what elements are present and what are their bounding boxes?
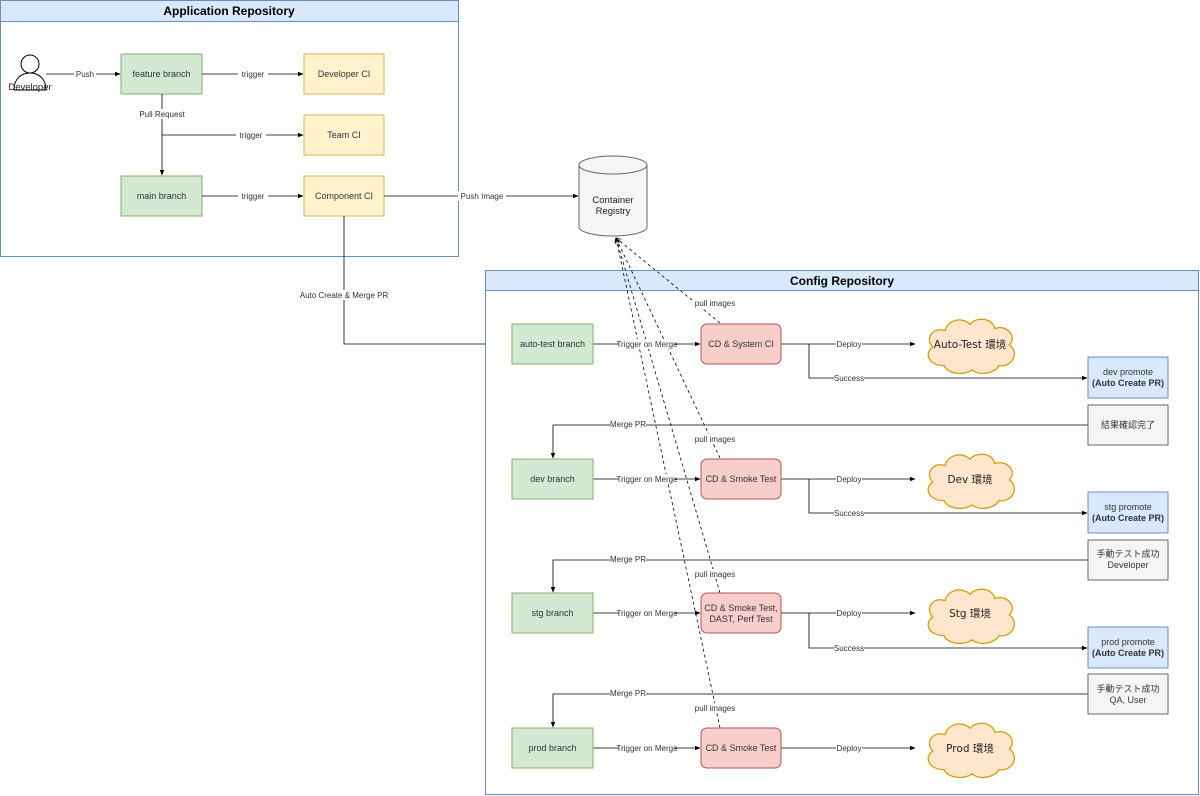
trigger-on-merge-label-1: Trigger on Merge [616, 340, 678, 349]
manual-test-success-label-2: 手動テスト成功 [1096, 683, 1159, 694]
cd-system-ci-node[interactable]: CD & System CI [700, 323, 782, 365]
trigger-on-merge-label-4: Trigger on Merge [616, 744, 678, 753]
cd-stg-label-line2: DAST, Perf Test [709, 614, 773, 624]
registry-label-line2: Registry [596, 206, 631, 217]
cd-smoke-dast-perf-node[interactable]: CD & Smoke Test, DAST, Perf Test [700, 592, 782, 634]
merge-pr-label-2: Merge PR [610, 555, 646, 564]
result-confirmed-label: 結果確認完了 [1101, 419, 1155, 430]
main-branch-node[interactable]: main branch [120, 175, 203, 217]
cd-smoke-test-prod-label: CD & Smoke Test [706, 743, 777, 753]
stg-promote-label: stg promote [1104, 502, 1152, 512]
cd-stg-label-line1: CD & Smoke Test, [704, 603, 777, 613]
developer-label: Developer [8, 82, 51, 93]
pull-request-edge-label: Pull Request [139, 110, 185, 119]
auto-test-env-cloud-icon[interactable]: Auto-Test 環境 [927, 318, 1016, 375]
trigger-edge-label-2: trigger [240, 131, 263, 140]
manual-test-qa-node[interactable]: 手動テスト成功 QA, User [1087, 673, 1169, 715]
pull-images-label-3: pull images [695, 570, 735, 579]
dev-promote-label: dev promote [1103, 367, 1153, 377]
stg-promote-auto-label: (Auto Create PR) [1092, 513, 1164, 523]
prod-branch-label: prod branch [528, 743, 576, 753]
config-repo-title: Config Repository [790, 274, 894, 288]
stg-env-label: Stg 環境 [949, 607, 991, 620]
push-image-edge-label: Push Image [461, 192, 504, 201]
dev-env-cloud-icon[interactable]: Dev 環境 [927, 453, 1016, 510]
success-label-1: Success [834, 374, 864, 383]
prod-promote-node[interactable]: prod promote (Auto Create PR) [1087, 626, 1169, 669]
prod-env-cloud-icon[interactable]: Prod 環境 [927, 722, 1016, 779]
auto-test-env-label: Auto-Test 環境 [934, 338, 1006, 351]
success-label-3: Success [834, 644, 864, 653]
pull-images-label-4: pull images [695, 704, 735, 713]
developer-ci-label: Developer CI [318, 69, 371, 79]
stg-env-cloud-icon[interactable]: Stg 環境 [927, 588, 1016, 645]
prod-env-label: Prod 環境 [946, 742, 994, 755]
result-confirmed-node[interactable]: 結果確認完了 [1087, 404, 1169, 446]
cd-system-ci-label: CD & System CI [708, 339, 774, 349]
application-repository: Application Repository [0, 0, 459, 257]
dev-branch-node[interactable]: dev branch [511, 458, 594, 500]
trigger-edge-label-1: trigger [242, 70, 265, 79]
component-ci-node[interactable]: Component CI [303, 175, 385, 217]
prod-promote-auto-label: (Auto Create PR) [1092, 648, 1164, 658]
team-ci-node[interactable]: Team CI [303, 114, 385, 156]
pull-images-label-2: pull images [695, 435, 735, 444]
stg-branch-label: stg branch [531, 608, 573, 618]
dev-promote-node[interactable]: dev promote (Auto Create PR) [1087, 356, 1169, 399]
stg-branch-node[interactable]: stg branch [511, 592, 594, 634]
deploy-label-1: Deploy [837, 340, 862, 349]
deploy-label-2: Deploy [837, 475, 862, 484]
manual-test-success-label-1: 手動テスト成功 [1096, 548, 1159, 559]
trigger-on-merge-label-3: Trigger on Merge [616, 609, 678, 618]
prod-branch-node[interactable]: prod branch [511, 727, 594, 769]
component-ci-label: Component CI [315, 191, 373, 201]
trigger-on-merge-label-2: Trigger on Merge [616, 475, 678, 484]
stg-promote-node[interactable]: stg promote (Auto Create PR) [1087, 491, 1169, 534]
cd-smoke-test-prod-node[interactable]: CD & Smoke Test [700, 727, 782, 769]
feature-branch-node[interactable]: feature branch [120, 53, 203, 95]
auto-test-branch-node[interactable]: auto-test branch [511, 323, 594, 365]
success-label-2: Success [834, 509, 864, 518]
merge-pr-label-1: Merge PR [610, 420, 646, 429]
auto-create-merge-edge-label: Auto Create & Merge PR [300, 291, 389, 300]
config-edge-labels: Trigger on Merge Trigger on Merge Trigge… [610, 298, 864, 753]
trigger-edge-label-3: trigger [242, 192, 265, 201]
pull-images-label-1: pull images [695, 299, 735, 308]
config-repository: Config Repository [485, 270, 1199, 795]
approver-developer-label: Developer [1107, 560, 1148, 570]
dev-branch-label: dev branch [530, 474, 575, 484]
developer-ci-node[interactable]: Developer CI [303, 53, 385, 95]
deploy-label-4: Deploy [837, 744, 862, 753]
developer-actor-icon [13, 54, 47, 91]
main-branch-label: main branch [137, 191, 187, 201]
app-repo-title: Application Repository [163, 4, 295, 18]
dev-promote-auto-label: (Auto Create PR) [1092, 378, 1164, 388]
cd-smoke-test-dev-node[interactable]: CD & Smoke Test [700, 458, 782, 500]
prod-promote-label: prod promote [1101, 637, 1155, 647]
feature-branch-label: feature branch [132, 69, 190, 79]
manual-test-developer-node[interactable]: 手動テスト成功 Developer [1087, 539, 1169, 581]
registry-label-line1: Container [592, 195, 633, 206]
container-registry-icon[interactable] [578, 155, 648, 237]
dev-env-label: Dev 環境 [947, 473, 992, 486]
cd-smoke-test-dev-label: CD & Smoke Test [706, 474, 777, 484]
push-edge-label: Push [76, 70, 94, 79]
merge-pr-label-3: Merge PR [610, 689, 646, 698]
deploy-label-3: Deploy [837, 609, 862, 618]
auto-test-branch-label: auto-test branch [520, 339, 585, 349]
team-ci-label: Team CI [327, 130, 361, 140]
approver-qa-user-label: QA, User [1109, 695, 1146, 705]
